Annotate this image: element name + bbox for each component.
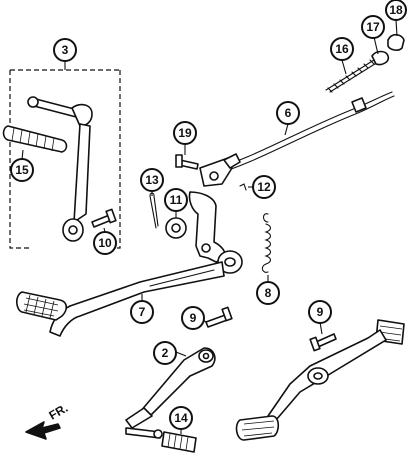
callout-number: 6 [285, 106, 292, 120]
pedal-bolt-9-right [309, 321, 337, 352]
callout-number: 18 [389, 3, 403, 17]
washer-11 [165, 210, 187, 239]
callout-number: 10 [98, 236, 112, 250]
callout-number: 8 [265, 286, 272, 300]
front-direction-arrow: FR. [25, 401, 71, 440]
callout-3: 3 [53, 38, 77, 62]
callout-6: 6 [276, 101, 300, 125]
callout-number: 11 [170, 193, 183, 207]
callout-17: 17 [361, 15, 385, 39]
callout-number: 12 [257, 180, 271, 194]
callout-9-right: 9 [308, 300, 332, 324]
callout-number: 15 [15, 163, 29, 177]
callout-9-left: 9 [181, 306, 205, 330]
cotter-pin-13 [149, 190, 159, 229]
callout-number: 7 [139, 305, 146, 319]
callout-number: 16 [335, 42, 349, 56]
callout-number: 17 [366, 20, 380, 34]
callout-15: 15 [10, 158, 34, 182]
callout-11: 11 [164, 188, 188, 212]
callout-12: 12 [252, 175, 276, 199]
callout-8: 8 [256, 281, 280, 305]
gear-shift-pedal [15, 191, 243, 337]
kickstart-pinch-bolt [91, 208, 117, 233]
callout-number: 9 [190, 311, 197, 325]
callout-number: 14 [174, 411, 188, 425]
kick-rubber-14 [161, 428, 197, 453]
front-label: FR. [47, 401, 71, 423]
callout-13: 13 [140, 168, 164, 192]
callout-number: 3 [62, 43, 69, 57]
return-spring-8 [261, 213, 272, 282]
brake-pedal [235, 319, 405, 441]
callout-2: 2 [153, 341, 177, 365]
callout-16: 16 [330, 37, 354, 61]
coil-spring-16 [325, 59, 379, 93]
callout-number: 13 [145, 173, 159, 187]
joint-cap-17 [371, 36, 390, 66]
kick-lever-2 [125, 347, 216, 439]
kickstart-rubber-grip [2, 125, 68, 161]
callout-10: 10 [93, 231, 117, 255]
callout-number: 9 [317, 305, 324, 319]
callout-19: 19 [173, 121, 197, 145]
shift-rod [199, 91, 395, 187]
callout-number: 19 [178, 126, 192, 140]
kickstart-arm [27, 96, 93, 242]
callout-18: 18 [385, 0, 407, 21]
callout-number: 2 [162, 346, 169, 360]
joint-boot-18 [387, 19, 405, 51]
callout-7: 7 [130, 300, 154, 324]
callout-14: 14 [169, 406, 193, 430]
clip-12 [239, 183, 254, 191]
clevis-bolt-19 [175, 143, 199, 170]
